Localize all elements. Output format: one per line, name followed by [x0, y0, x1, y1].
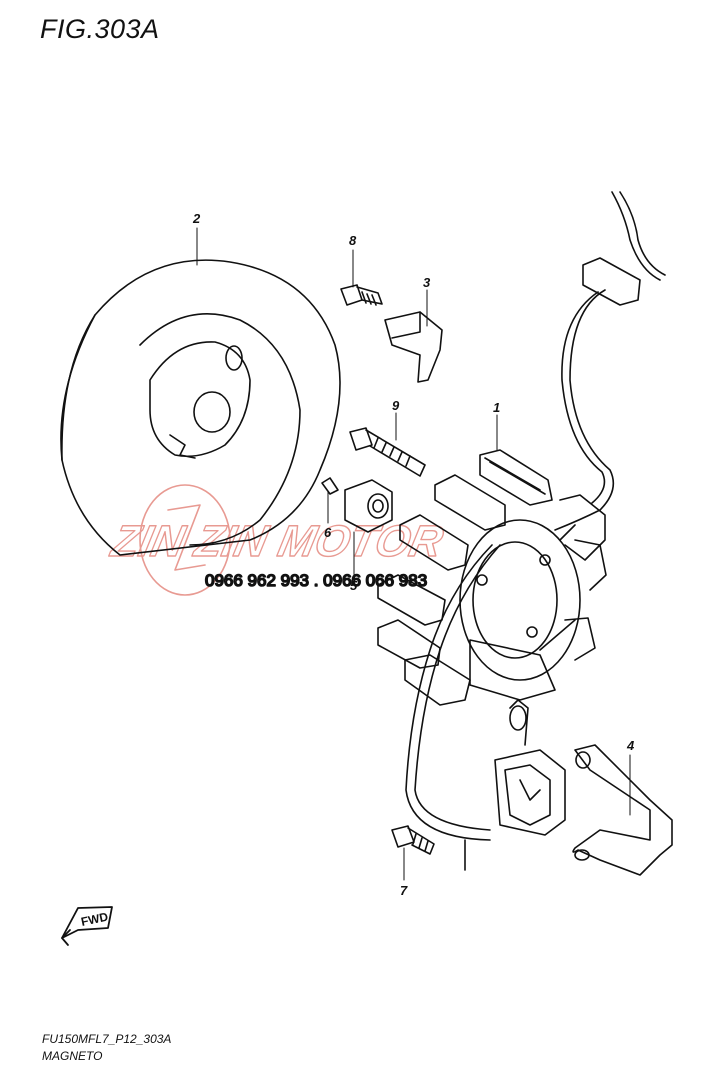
key-6: [321, 477, 339, 495]
bolt-7: [391, 825, 435, 855]
fwd-arrow-icon: FWD: [61, 906, 113, 946]
callout-1: 1: [493, 400, 500, 415]
bracket-4: [572, 744, 673, 876]
callout-6: 6: [324, 525, 332, 540]
callout-4: 4: [626, 738, 635, 753]
callout-8: 8: [349, 233, 357, 248]
watermark-logo-icon: [139, 484, 231, 596]
stator-1: [377, 449, 607, 706]
watermark-brand: ZIN ZIN MOTOR: [106, 517, 447, 565]
drawing-code: FU150MFL7_P12_303A: [42, 1032, 172, 1046]
watermark-phone: 0966 962 993 . 0966 066 983: [205, 571, 427, 590]
pulser-connector: [464, 699, 566, 871]
watermark: ZIN ZIN MOTOR 0966 962 993 . 0966 066 98…: [105, 484, 448, 596]
fwd-label: FWD: [80, 909, 110, 928]
wire-harness: [405, 191, 666, 841]
pickup-coil-3: [384, 311, 443, 383]
figure-title: FIG.303A: [40, 14, 160, 44]
leader-lines: [196, 227, 631, 881]
callout-3: 3: [423, 275, 431, 290]
callout-2: 2: [192, 211, 201, 226]
section-name: MAGNETO: [42, 1049, 103, 1063]
callout-9: 9: [392, 398, 400, 413]
nut-5: [344, 479, 393, 533]
callout-7: 7: [400, 883, 408, 898]
bolt-9: [349, 427, 426, 477]
flywheel-rotor: [60, 259, 341, 556]
callout-5: 5: [350, 578, 358, 593]
screw-8: [340, 284, 383, 306]
